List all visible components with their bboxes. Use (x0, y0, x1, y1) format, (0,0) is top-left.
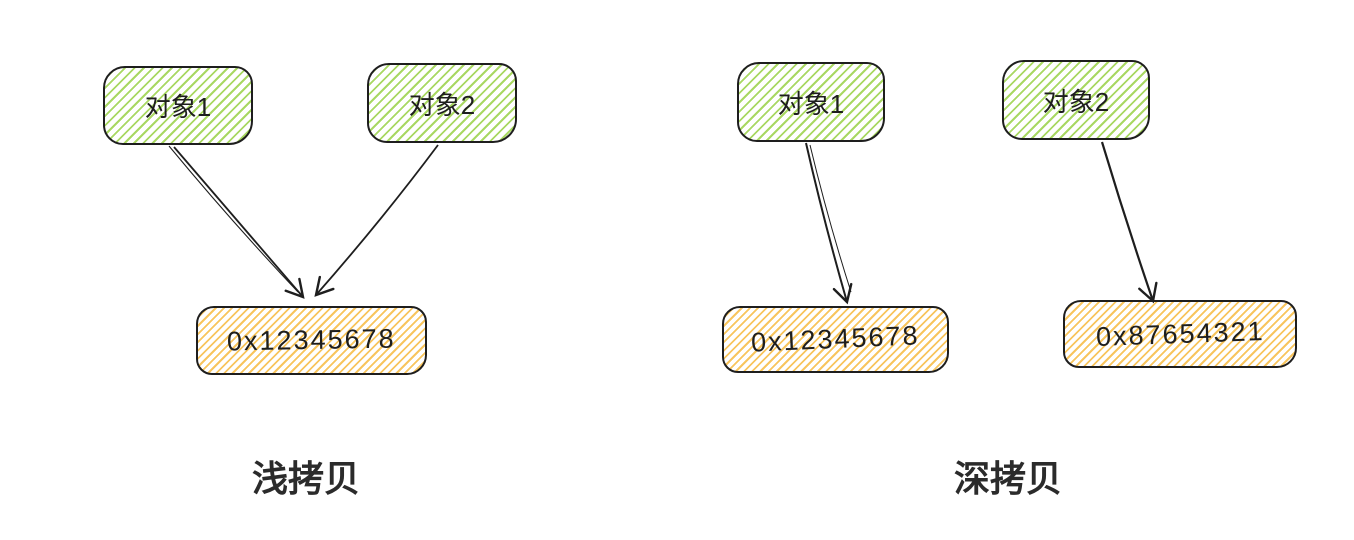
shallow-object2-box: 对象2 (367, 63, 517, 143)
deep-address1-label: 0x12345678 (750, 320, 921, 358)
arrow-deep-obj1-to-addr1-sketch-stroke (809, 144, 852, 293)
deep-object2-label: 对象2 (1042, 86, 1110, 117)
shallow-object2-label: 对象2 (408, 89, 476, 120)
arrow-shallow-obj2-to-addr (314, 144, 439, 297)
deep-copy-caption: 深拷贝 (953, 458, 1062, 499)
shallow-address-box: 0x12345678 (196, 306, 427, 375)
shallow-address-label: 0x12345678 (226, 323, 397, 357)
deep-object1-label: 对象1 (777, 88, 845, 119)
deep-address2-box: 0x87654321 (1063, 300, 1297, 368)
deep-address2-label: 0x87654321 (1095, 315, 1265, 352)
shallow-object1-box: 对象1 (103, 66, 253, 145)
deep-address1-box: 0x12345678 (722, 306, 949, 373)
shallow-copy-caption: 浅拷贝 (251, 458, 360, 499)
shallow-object1-label: 对象1 (144, 92, 212, 122)
deep-object2-box: 对象2 (1002, 60, 1150, 140)
arrow-deep-obj2-to-addr2 (1100, 141, 1158, 304)
arrow-deep-obj1-to-addr1 (805, 142, 853, 305)
deep-object1-box: 对象1 (737, 62, 885, 142)
arrow-shallow-obj1-to-addr-sketch-stroke (168, 145, 299, 293)
arrow-shallow-obj1-to-addr (173, 146, 305, 299)
